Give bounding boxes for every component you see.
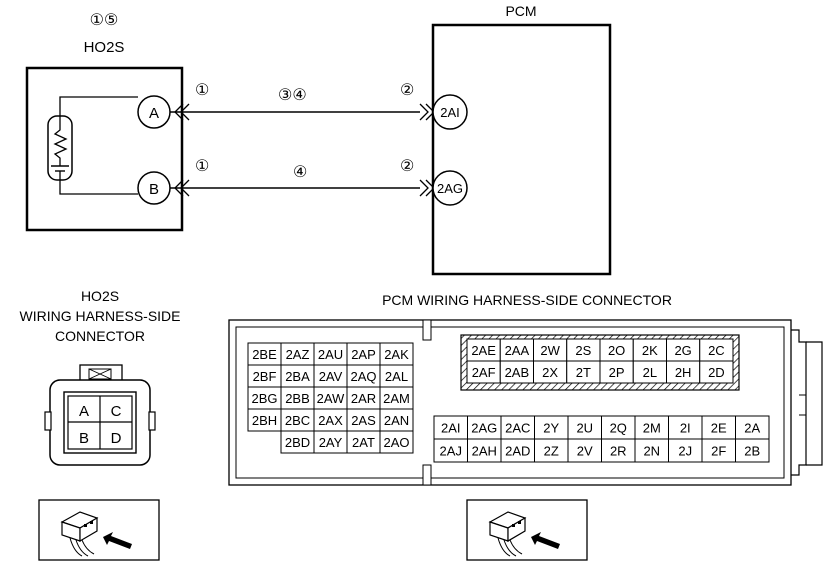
pcm-pin-2d: 2D	[708, 365, 725, 380]
pcm-pin-2b: 2B	[744, 444, 760, 459]
pcm-pin-2as: 2AS	[351, 413, 376, 428]
pcm-pin-2p: 2P	[609, 365, 625, 380]
callout-lower-mid: ④	[293, 164, 307, 181]
pcm-pin-2bb: 2BB	[285, 391, 310, 406]
pcm-pin-2ar: 2AR	[351, 391, 376, 406]
pcm-pin-2m: 2M	[643, 421, 661, 436]
pcm-pin-2ao-cell	[379, 430, 414, 454]
pcm-pin-2ba: 2BA	[285, 369, 310, 384]
ho2s-connector-title-3: CONNECTOR	[55, 328, 145, 344]
pcm-pin-2ab: 2AB	[505, 365, 530, 380]
pcm-pin-2g: 2G	[674, 343, 691, 358]
connector-view-direction-icon	[38, 499, 160, 561]
pcm-pin-2s: 2S	[575, 343, 591, 358]
pcm-pin-2aq: 2AQ	[350, 369, 376, 384]
pcm-pin-2r: 2R	[610, 444, 627, 459]
pcm-connector-title: PCM WIRING HARNESS-SIDE CONNECTOR	[382, 292, 672, 308]
callout-lower-left: ①	[195, 158, 209, 175]
pcm-title: PCM	[505, 3, 536, 19]
pcm-pin-2k: 2K	[642, 343, 658, 358]
pcm-pin-2ae: 2AE	[471, 343, 496, 358]
pcm-pin-2az: 2AZ	[286, 347, 310, 362]
pcm-connector-view-direction-icon	[466, 499, 588, 561]
pcm-pin-2a: 2A	[744, 421, 760, 436]
ho2s-pin-d: D	[111, 430, 122, 447]
pcm-pin-2av: 2AV	[319, 369, 343, 384]
pcm-pin-2au: 2AU	[318, 347, 343, 362]
pcm-pin-2h: 2H	[675, 365, 692, 380]
pcm-pin-2n: 2N	[643, 444, 660, 459]
ho2s-connector-title-1: HO2S	[81, 288, 119, 304]
pcm-pin-2bf: 2BF	[253, 369, 277, 384]
pcm-pin-2ad: 2AD	[505, 444, 530, 459]
ho2s-box	[25, 66, 184, 232]
pcm-pin-2ay: 2AY	[319, 435, 343, 450]
pcm-pin-2bc: 2BC	[285, 413, 310, 428]
pcm-pin-2al: 2AL	[385, 369, 408, 384]
pcm-pin-2l: 2L	[643, 365, 657, 380]
pcm-terminal-2ai-label: 2AI	[440, 105, 460, 120]
pcm-pin-2y: 2Y	[543, 421, 559, 436]
pcm-pin-2e: 2E	[711, 421, 727, 436]
ho2s-pin-b: B	[79, 430, 89, 447]
ho2s-connector-face	[44, 364, 156, 466]
pcm-pin-2aw: 2AW	[317, 391, 345, 406]
pcm-pin-2j: 2J	[678, 444, 692, 459]
terminal-b-label: B	[149, 181, 159, 198]
ho2s-callout-numbers: ①⑤	[90, 12, 119, 29]
pcm-pin-2af: 2AF	[472, 365, 496, 380]
pcm-pin-2u: 2U	[576, 421, 593, 436]
pcm-pin-2z: 2Z	[544, 444, 559, 459]
callout-upper-right: ②	[400, 82, 414, 99]
pcm-pin-2q: 2Q	[610, 421, 627, 436]
pcm-pin-2be: 2BE	[252, 347, 277, 362]
pcm-pin-2ax: 2AX	[318, 413, 343, 428]
pcm-pin-2t: 2T	[576, 365, 591, 380]
pcm-terminal-2ag-label: 2AG	[437, 181, 463, 196]
ho2s-pin-a: A	[79, 403, 89, 420]
pcm-pin-2aa: 2AA	[505, 343, 530, 358]
pcm-pin-2o: 2O	[608, 343, 625, 358]
callout-upper-mid: ③④	[278, 87, 307, 104]
pcm-pin-2c: 2C	[708, 343, 725, 358]
pcm-pin-2i: 2I	[680, 421, 691, 436]
callout-upper-left: ①	[195, 82, 209, 99]
ho2s-title: HO2S	[84, 39, 125, 56]
pcm-pin-2ak: 2AK	[384, 347, 409, 362]
pcm-terminal-2ai	[432, 94, 468, 130]
pcm-pin-2ao: 2AO	[383, 435, 409, 450]
pcm-pin-2f: 2F	[711, 444, 726, 459]
pcm-pin-2ah: 2AH	[472, 444, 497, 459]
pcm-pin-2am: 2AM	[383, 391, 410, 406]
pcm-pin-2bh: 2BH	[252, 413, 277, 428]
pcm-pin-2ag: 2AG	[471, 421, 497, 436]
ho2s-connector-title-2: WIRING HARNESS-SIDE	[19, 308, 180, 324]
heater-element-icon	[47, 96, 138, 195]
pcm-pin-2bg: 2BG	[251, 391, 277, 406]
pcm-terminal-2ag	[432, 170, 468, 206]
pcm-pin-2at: 2AT	[352, 435, 375, 450]
terminal-a-label: A	[149, 105, 159, 122]
pcm-pin-2ai: 2AI	[441, 421, 461, 436]
callout-lower-right: ②	[400, 158, 414, 175]
pcm-pin-2aj: 2AJ	[440, 444, 462, 459]
ho2s-pin-c: C	[111, 403, 122, 420]
pcm-box	[431, 23, 612, 276]
pcm-pin-2d-cell	[699, 360, 734, 384]
pcm-pin-2bd: 2BD	[285, 435, 310, 450]
pcm-pin-2ap: 2AP	[351, 347, 376, 362]
pcm-pin-2an: 2AN	[384, 413, 409, 428]
pcm-pin-2v: 2V	[577, 444, 593, 459]
pcm-pin-2w: 2W	[540, 343, 560, 358]
pcm-pin-2x: 2X	[542, 365, 558, 380]
pcm-pin-2b-cell	[735, 438, 770, 463]
pcm-connector-pins: 2BE 2AZ 2AU 2AP 2AK 2BF 2BA 2AV 2AQ 2AL 2BG 2BB 2AW 2…	[247, 338, 770, 463]
pcm-pin-2ac: 2AC	[505, 421, 530, 436]
